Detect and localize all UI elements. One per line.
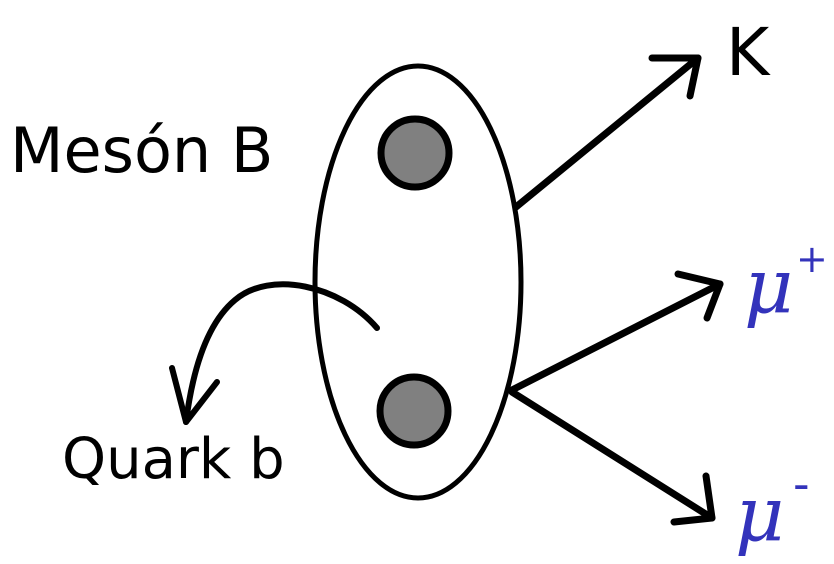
muon-plus-sign: + — [796, 237, 828, 281]
quark-b-label: Quark b — [62, 427, 285, 492]
quark-bottom-dot — [376, 373, 452, 449]
muon-minus-sign: - — [793, 457, 810, 511]
kaon-arrow-line — [512, 54, 702, 211]
muon-minus-arrowhead — [670, 472, 716, 526]
kaon-arrowhead — [648, 54, 702, 100]
kaon-label: K — [726, 14, 771, 91]
meson-b-label: Mesón B — [10, 114, 273, 187]
quark-b-arrowhead — [169, 365, 220, 425]
quark-b-curved-arrow — [183, 281, 380, 425]
muon-minus-symbol: μ — [735, 469, 784, 558]
muon-plus-symbol: μ — [744, 241, 793, 330]
muon-plus-arrow-line — [508, 280, 724, 394]
muon-minus-label: μ — [735, 469, 784, 558]
muon-minus-arrow-line — [508, 388, 716, 522]
meson-b-ellipse — [312, 63, 524, 501]
quark-top-dot — [377, 115, 453, 191]
muon-plus-label: μ — [744, 241, 793, 330]
muon-plus-arrowhead — [674, 270, 724, 322]
